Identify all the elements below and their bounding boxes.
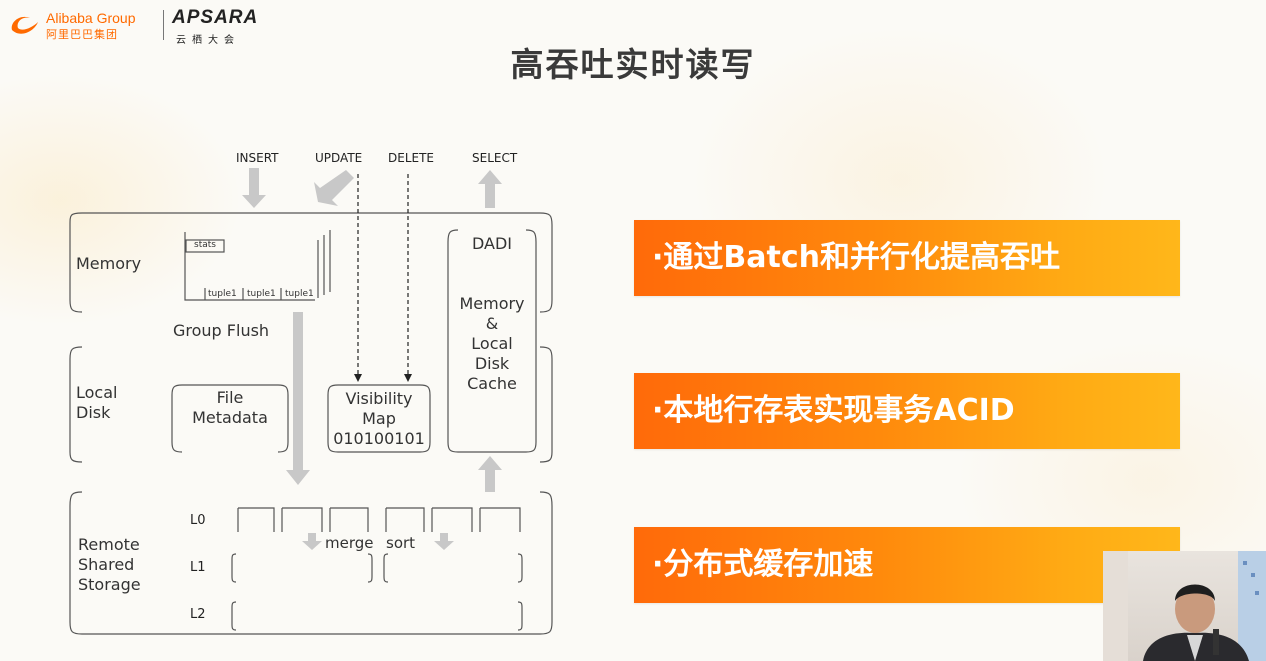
level-l0-label: L0: [190, 513, 206, 528]
alibaba-logo-cn: 阿里巴巴集团: [46, 28, 118, 41]
header-logos: Alibaba Group 阿里巴巴集团 APSARA 云栖大会: [6, 4, 266, 46]
tuple-label-2: tuple1: [247, 289, 276, 299]
memory-layer-label: Memory: [76, 254, 142, 273]
delete-label: DELETE: [388, 151, 435, 165]
cache-fill-arrow: [478, 456, 502, 492]
tuple-label-1: tuple1: [208, 289, 237, 299]
update-label: UPDATE: [315, 151, 363, 165]
dadi-line3: Local: [471, 334, 513, 353]
visibility-map-line1: Visibility: [345, 389, 413, 408]
bullet-bar-cache: ·分布式缓存加速: [634, 527, 1180, 603]
alibaba-logo-text: Alibaba Group: [46, 10, 136, 26]
select-label: SELECT: [472, 151, 518, 165]
remote-label-line2: Shared: [78, 555, 135, 574]
dadi-line5: Cache: [467, 374, 517, 393]
stats-label: stats: [194, 240, 216, 250]
select-arrow: [478, 170, 502, 208]
stats-box: [185, 239, 225, 253]
level-l2-label: L2: [190, 607, 206, 622]
level-l1-label: L1: [190, 560, 206, 575]
insert-label: INSERT: [236, 151, 279, 165]
merge-arrow: [302, 533, 322, 550]
local-disk-label-line2: Disk: [76, 403, 111, 422]
apsara-logo-text: APSARA: [172, 7, 259, 28]
remote-label-line1: Remote: [78, 535, 140, 554]
memory-block-stack: [317, 230, 331, 298]
merge-label: merge: [325, 534, 374, 552]
sort-label: sort: [386, 534, 416, 552]
update-arrow: [314, 170, 354, 206]
memory-block-frame: [184, 232, 315, 301]
dadi-line2: &: [485, 314, 499, 333]
tuple-label-3: tuple1: [285, 289, 314, 299]
memory-layer-right-bracket: [539, 212, 553, 313]
group-flush-arrow: [286, 312, 310, 485]
visibility-map-bits: 010100101: [333, 429, 425, 448]
localdisk-layer-bracket: [69, 346, 83, 463]
memory-layer-bracket: [69, 212, 83, 313]
group-flush-label: Group Flush: [173, 321, 270, 340]
bullet-text-batch: ·通过Batch和并行化提高吞吐: [652, 240, 1060, 275]
speaker-video-inset: [1103, 551, 1266, 661]
dadi-line1: Memory: [459, 294, 525, 313]
bullet-bar-batch: ·通过Batch和并行化提高吞吐: [634, 220, 1180, 296]
speaker-figure: [1103, 551, 1266, 661]
architecture-diagram: INSERT UPDATE DELETE SELECT Memory Local…: [60, 140, 580, 645]
visibility-map-box: [327, 384, 431, 453]
dadi-title: DADI: [471, 234, 513, 253]
insert-arrow: [242, 168, 266, 208]
file-metadata-line2: Metadata: [192, 408, 268, 427]
file-metadata-line1: File: [216, 388, 244, 407]
bullet-bar-acid: ·本地行存表实现事务ACID: [634, 373, 1180, 449]
bullet-text-cache: ·分布式缓存加速: [652, 547, 874, 582]
logo-divider: [163, 10, 164, 40]
sort-arrow: [434, 533, 454, 550]
remote-label-line3: Storage: [78, 575, 141, 594]
alibaba-logo-icon: [11, 16, 39, 34]
localdisk-layer-right-bracket: [539, 346, 553, 463]
remote-layer-bracket: [69, 491, 83, 635]
local-disk-label-line1: Local: [76, 383, 118, 402]
dadi-line4: Disk: [474, 354, 510, 373]
remote-layer-right-bracket: [539, 491, 553, 635]
slide-title: 高吞吐实时读写: [510, 45, 756, 84]
apsara-logo-cn: 云栖大会: [176, 35, 240, 46]
diagram-lines: [69, 168, 553, 635]
visibility-map-line2: Map: [362, 409, 396, 428]
dadi-box: [447, 229, 537, 453]
file-metadata-box: [171, 384, 289, 453]
bullet-text-acid: ·本地行存表实现事务ACID: [652, 393, 1015, 428]
